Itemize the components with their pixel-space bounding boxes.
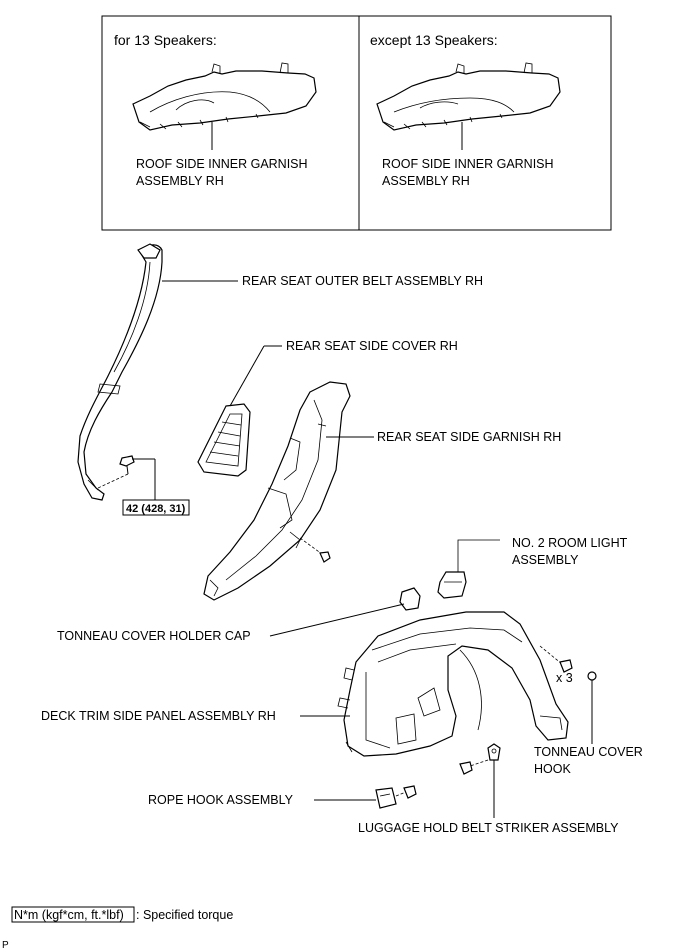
garnish-screw-part [299, 537, 331, 563]
belt-bolt-part [97, 455, 156, 500]
label-tonneau-hook-line2: HOOK [534, 762, 571, 776]
roof-garnish-13-speakers-part [132, 62, 317, 150]
roof-garnish-standard-part [376, 62, 561, 150]
label-tonneau-cap: TONNEAU COVER HOLDER CAP [57, 629, 251, 643]
label-room-light-line1: NO. 2 ROOM LIGHT [512, 536, 628, 550]
label-room-light-line2: ASSEMBLY [512, 553, 579, 567]
inset-right-title: except 13 Speakers: [370, 32, 498, 48]
label-rear-seat-outer-belt: REAR SEAT OUTER BELT ASSEMBLY RH [242, 274, 483, 288]
room-light-part [437, 539, 500, 599]
inset-right-label-line2: ASSEMBLY RH [382, 174, 470, 188]
rope-hook-part [314, 785, 417, 809]
label-luggage-striker: LUGGAGE HOLD BELT STRIKER ASSEMBLY [358, 821, 619, 835]
luggage-striker-part [459, 743, 501, 818]
panel-screw-x3-part [539, 645, 573, 673]
deck-trim-side-panel-part [300, 611, 569, 757]
torque-box [122, 499, 190, 516]
label-rope-hook: ROPE HOOK ASSEMBLY [148, 793, 294, 807]
torque-value: 42 (428, 31) [126, 503, 186, 515]
inset-right-label-line1: ROOF SIDE INNER GARNISH [382, 157, 554, 171]
label-tonneau-hook-line1: TONNEAU COVER [534, 745, 643, 759]
inset-left-title: for 13 Speakers: [114, 32, 217, 48]
rear-seat-outer-belt-part [77, 243, 238, 501]
inset-left-label-line2: ASSEMBLY RH [136, 174, 224, 188]
tonneau-cap-part [269, 587, 421, 637]
label-rear-seat-side-garnish: REAR SEAT SIDE GARNISH RH [377, 430, 561, 444]
legend-unit: N*m (kgf*cm, ft.*lbf) [14, 908, 124, 922]
inset-frame [101, 15, 612, 231]
rear-seat-side-cover-part [197, 345, 282, 477]
inset-box: for 13 Speakers: except 13 Speakers: ROO… [101, 15, 612, 231]
label-rear-seat-side-cover: REAR SEAT SIDE COVER RH [286, 339, 458, 353]
legend-unit-box [11, 906, 135, 923]
inset-left-label-line1: ROOF SIDE INNER GARNISH [136, 157, 308, 171]
label-qty: x 3 [556, 671, 573, 685]
torque-legend: N*m (kgf*cm, ft.*lbf) : Specified torque [11, 906, 233, 923]
tonneau-hook-part [587, 671, 597, 744]
label-deck-trim: DECK TRIM SIDE PANEL ASSEMBLY RH [41, 709, 276, 723]
legend-description: : Specified torque [136, 908, 233, 922]
rear-seat-side-garnish-part [203, 381, 374, 601]
corner-mark: P [2, 940, 9, 951]
